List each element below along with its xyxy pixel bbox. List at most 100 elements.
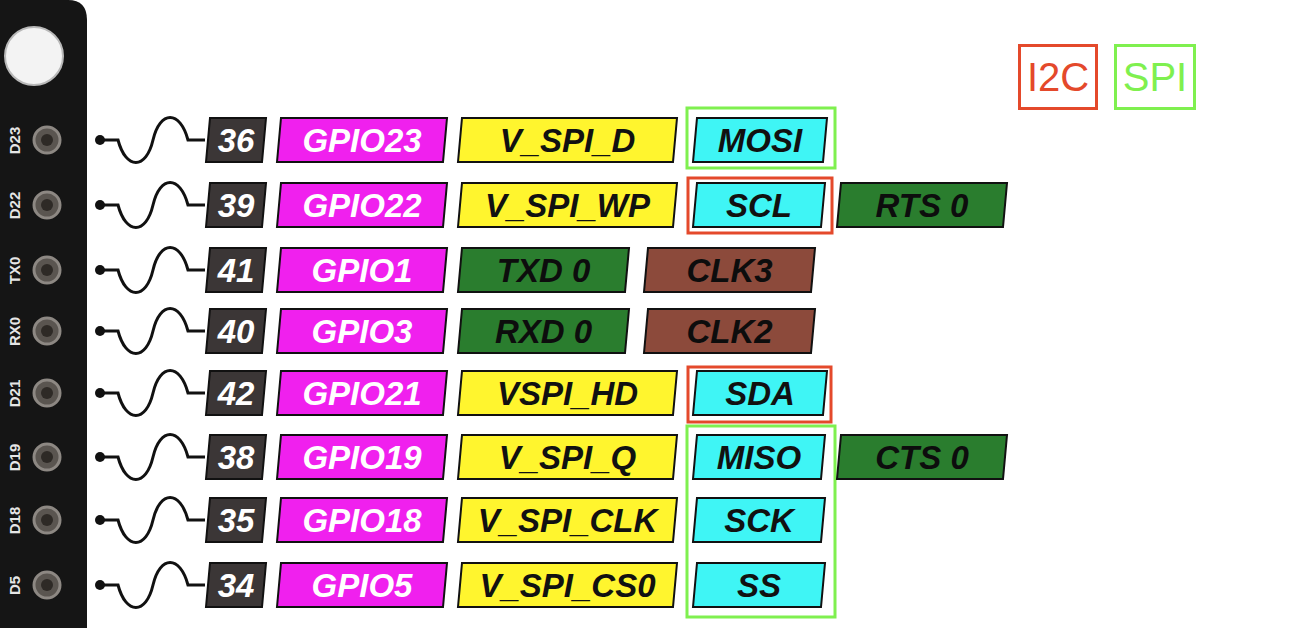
bus-label: SCK <box>692 497 826 543</box>
signal-wire <box>100 498 205 543</box>
gpio-label: GPIO19 <box>276 434 448 480</box>
label-fill <box>458 309 629 353</box>
label-fill <box>206 118 266 162</box>
label-fill <box>277 498 447 542</box>
wire-dot <box>95 265 105 275</box>
legend-swatch: SPI <box>1114 44 1196 110</box>
bus-label: SDA <box>692 370 828 416</box>
label-fill <box>458 118 677 162</box>
legend-swatch: I2C <box>1018 44 1098 110</box>
header-pin <box>34 572 60 598</box>
mounting-hole <box>5 27 63 85</box>
label-fill <box>206 309 266 353</box>
group-outlines <box>687 108 835 617</box>
spi-outline <box>687 426 835 617</box>
gpio-label: GPIO5 <box>276 562 448 608</box>
header-pin <box>34 318 60 344</box>
label-fill <box>206 435 266 479</box>
silkscreen-label: D18 <box>8 506 23 534</box>
label-fill <box>277 435 447 479</box>
label-fill <box>206 498 266 542</box>
pin-text: 40 <box>218 315 255 348</box>
header-pin <box>34 507 60 533</box>
legend-text: SPI <box>1123 57 1187 97</box>
pin-text: SS <box>737 569 781 602</box>
silkscreen-label: TX0 <box>7 256 22 284</box>
wire-dot <box>95 452 105 462</box>
pin-text: 39 <box>218 189 255 222</box>
label-fill <box>206 183 266 227</box>
header-pin <box>34 192 60 218</box>
label-fill <box>693 183 825 227</box>
label-fill <box>277 248 447 292</box>
label-fill <box>458 563 677 607</box>
pin-text: GPIO23 <box>302 124 421 157</box>
pin-text: RTS 0 <box>876 189 969 222</box>
pin-text: 34 <box>218 569 255 602</box>
pin-text: SCL <box>726 189 792 222</box>
clock-label: CLK2 <box>643 308 816 354</box>
label-fill <box>837 183 1007 227</box>
pin-text: V_SPI_Q <box>499 441 637 474</box>
wire-dot <box>95 388 105 398</box>
pin-text: V_SPI_WP <box>485 189 650 222</box>
pin-number: 39 <box>205 182 267 228</box>
silkscreen-label: D21 <box>8 379 23 407</box>
label-fill <box>644 248 815 292</box>
pin-number: 35 <box>205 497 267 543</box>
gpio-label: GPIO18 <box>276 497 448 543</box>
label-fill <box>644 309 815 353</box>
pin-text: 41 <box>218 254 255 287</box>
label-fill <box>458 183 677 227</box>
pin-wires <box>95 118 205 608</box>
label-fill <box>206 371 266 415</box>
pin-text: V_SPI_CS0 <box>479 569 655 602</box>
silkscreen-label: D23 <box>8 126 23 154</box>
board <box>0 0 87 628</box>
uart-label: RTS 0 <box>836 182 1008 228</box>
gpio-label: GPIO3 <box>276 308 448 354</box>
label-fill <box>206 563 266 607</box>
label-fill <box>277 371 447 415</box>
wire-dot <box>95 200 105 210</box>
signal-wire <box>100 183 205 228</box>
pin-hole <box>41 264 53 276</box>
wire-dot <box>95 135 105 145</box>
label-fill <box>693 118 827 162</box>
label-fill <box>458 371 677 415</box>
pin-hole <box>41 134 53 146</box>
pin-number: 38 <box>205 434 267 480</box>
pin-text: V_SPI_D <box>500 124 636 157</box>
pin-text: MISO <box>717 441 801 474</box>
label-fill <box>693 371 827 415</box>
pin-text: VSPI_HD <box>497 377 638 410</box>
signal-wire <box>100 309 205 354</box>
bus-label: MOSI <box>692 117 828 163</box>
label-fill <box>206 248 266 292</box>
silkscreen-label: D19 <box>8 443 23 471</box>
label-fill <box>458 248 629 292</box>
uart-label: TXD 0 <box>457 247 630 293</box>
clock-label: CLK3 <box>643 247 816 293</box>
uart-label: CTS 0 <box>836 434 1008 480</box>
label-fill <box>277 563 447 607</box>
pin-text: GPIO1 <box>312 254 413 287</box>
header-pin <box>34 257 60 283</box>
pin-text: RXD 0 <box>495 315 592 348</box>
pin-text: V_SPI_CLK <box>478 504 658 537</box>
vspi-label: VSPI_HD <box>457 370 678 416</box>
legend-text: I2C <box>1027 57 1089 97</box>
header-pin <box>34 127 60 153</box>
header-pin <box>34 380 60 406</box>
signal-wire <box>100 563 205 608</box>
pin-text: CLK2 <box>686 315 772 348</box>
label-fill <box>693 498 825 542</box>
pin-text: GPIO19 <box>302 441 421 474</box>
gpio-label: GPIO23 <box>276 117 448 163</box>
pin-text: TXD 0 <box>497 254 591 287</box>
label-fill <box>458 498 677 542</box>
pin-text: SCK <box>724 504 794 537</box>
vspi-label: V_SPI_CLK <box>457 497 678 543</box>
pin-hole <box>41 387 53 399</box>
